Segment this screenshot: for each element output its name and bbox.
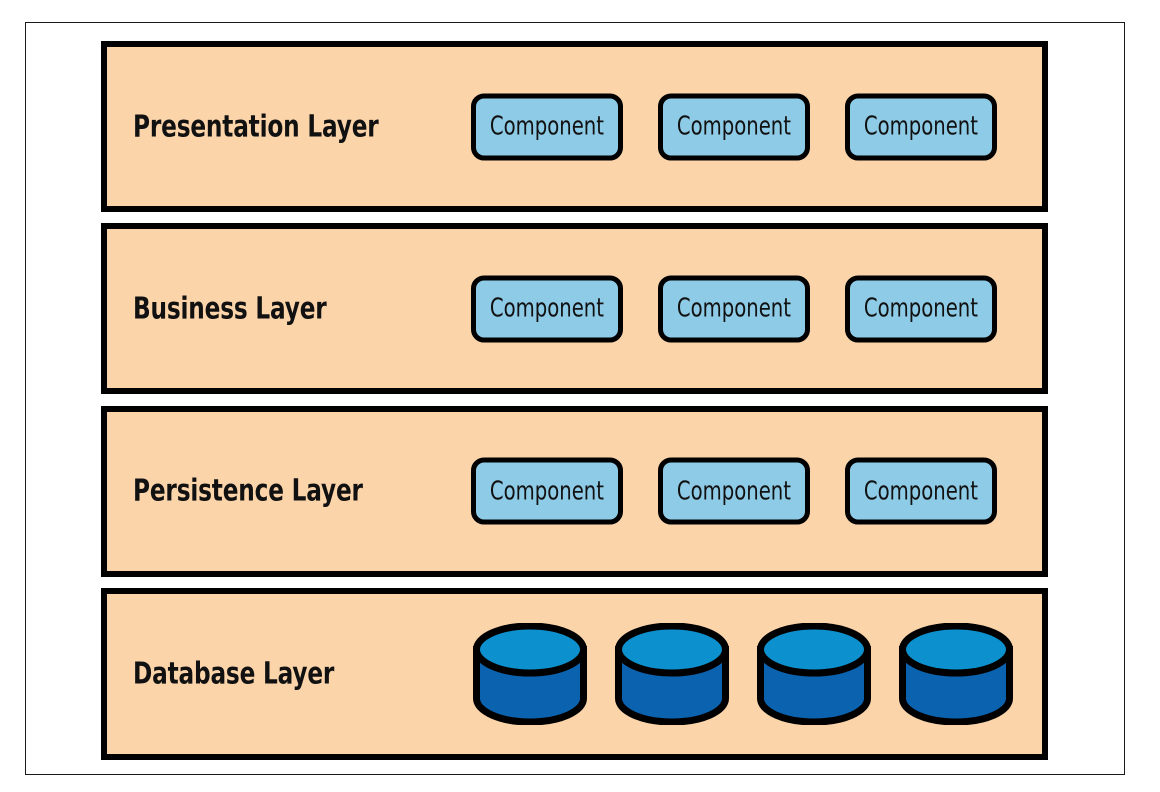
- layer-label-database: Database Layer: [133, 656, 335, 692]
- component-label: Component: [676, 476, 792, 507]
- component-box[interactable]: Component: [471, 457, 623, 525]
- layer-stack: Presentation Layer Component Component C…: [101, 41, 1048, 760]
- database-cylinder-icon[interactable]: [471, 622, 589, 725]
- component-row-persistence: Component Component Component: [471, 457, 997, 525]
- component-label: Component: [489, 293, 605, 324]
- layer-label-business: Business Layer: [133, 291, 327, 327]
- component-box[interactable]: Component: [845, 457, 997, 525]
- layer-label-presentation: Presentation Layer: [133, 109, 379, 144]
- layer-panel-presentation[interactable]: Presentation Layer Component Component C…: [101, 41, 1048, 212]
- database-cylinder-icon[interactable]: [755, 622, 873, 725]
- component-label: Component: [676, 293, 792, 324]
- component-box[interactable]: Component: [471, 275, 623, 343]
- component-label: Component: [676, 111, 792, 142]
- component-label: Component: [863, 111, 979, 142]
- component-row-business: Component Component Component: [471, 275, 997, 343]
- component-box[interactable]: Component: [658, 457, 810, 525]
- component-label: Component: [489, 476, 605, 507]
- component-box[interactable]: Component: [845, 275, 997, 343]
- layer-label-persistence: Persistence Layer: [133, 473, 363, 509]
- cylinder-row-database: [471, 622, 1015, 725]
- component-row-presentation: Component Component Component: [471, 93, 997, 160]
- component-box[interactable]: Component: [471, 93, 623, 160]
- database-cylinder-icon[interactable]: [613, 622, 731, 725]
- layer-panel-persistence[interactable]: Persistence Layer Component Component Co…: [101, 405, 1048, 577]
- database-cylinder-icon[interactable]: [897, 622, 1015, 725]
- component-box[interactable]: Component: [658, 275, 810, 343]
- layer-panel-business[interactable]: Business Layer Component Component Compo…: [101, 223, 1048, 395]
- component-label: Component: [863, 476, 979, 507]
- component-box[interactable]: Component: [658, 93, 810, 160]
- component-label: Component: [863, 293, 979, 324]
- layer-panel-database[interactable]: Database Layer: [101, 587, 1048, 760]
- component-label: Component: [489, 111, 605, 142]
- component-box[interactable]: Component: [845, 93, 997, 160]
- diagram-outer-frame: [25, 22, 1125, 775]
